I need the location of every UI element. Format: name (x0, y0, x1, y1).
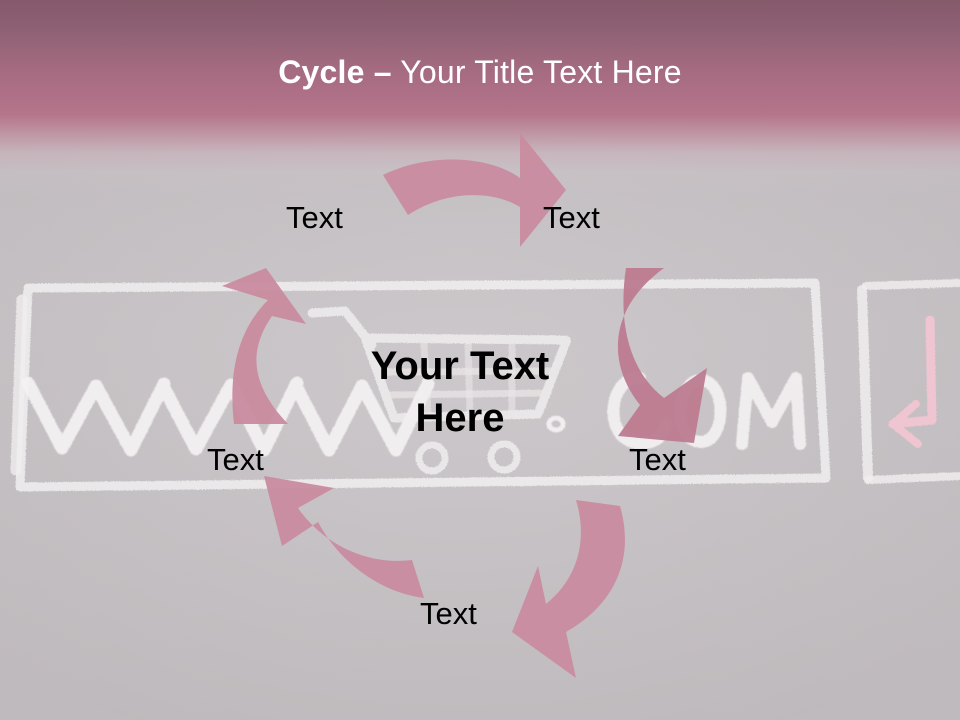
label-middle-left: Text (207, 442, 264, 477)
label-top-right: Text (543, 200, 600, 235)
center-text-block: Your Text Here (330, 340, 590, 444)
center-text-line2: Here (415, 396, 505, 440)
title-light: Your Title Text Here (391, 54, 682, 90)
label-top-left: Text (286, 200, 343, 235)
center-text-line1: Your Text (370, 344, 550, 388)
page-title: Cycle – Your Title Text Here (0, 52, 960, 92)
title-strong: Cycle – (278, 54, 392, 90)
label-middle-right: Text (629, 442, 686, 477)
label-bottom-center: Text (420, 596, 477, 631)
